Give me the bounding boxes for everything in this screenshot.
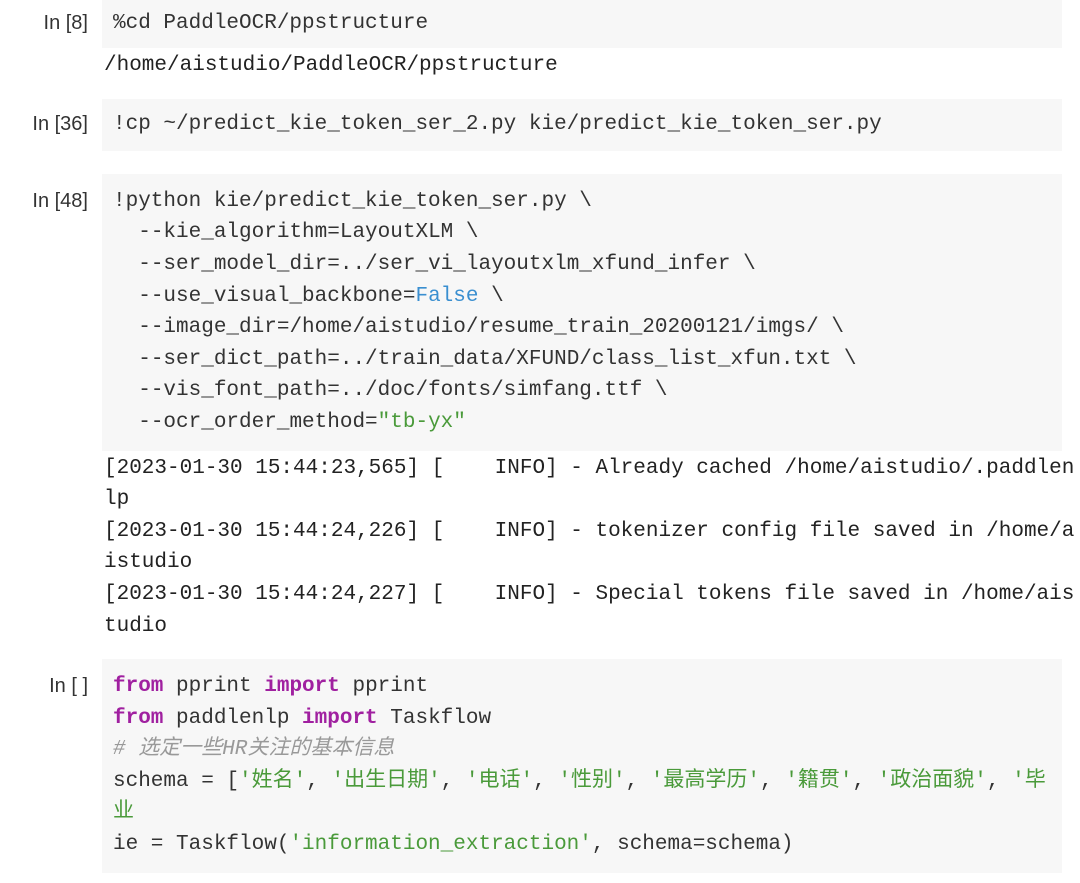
token-kw: from (113, 675, 164, 699)
cell-output: /home/aistudio/PaddleOCR/ppstructure (104, 48, 1080, 82)
token-str: '电话' (465, 769, 534, 793)
token: --ser_model_dir=../ser_vi_layoutxlm_xfun… (113, 252, 756, 276)
token-str: '籍贯' (785, 769, 853, 793)
token-str: "tb-yx" (377, 410, 466, 434)
token: , (440, 769, 466, 793)
token: , (852, 769, 878, 793)
code-cell-input[interactable]: !python kie/predict_kie_token_ser.py \ -… (102, 173, 1062, 451)
code-line: --kie_algorithm=LayoutXLM \ (113, 217, 1051, 249)
token: --use_visual_backbone= (113, 284, 416, 308)
code-line: ie = Taskflow('information_extraction', … (113, 829, 1051, 861)
code-line: schema = ['姓名', '出生日期', '电话', '性别', '最高学… (113, 766, 1051, 829)
code-line: --vis_font_path=../doc/fonts/simfang.ttf… (113, 375, 1051, 407)
code-line: from pprint import pprint (113, 671, 1051, 703)
cell-output-line: [2023-01-30 15:44:24,227] [ INFO] - Spec… (104, 582, 1075, 638)
cell-output: [2023-01-30 15:44:23,565] [ INFO] - Alre… (104, 451, 1080, 643)
token-str: '出生日期' (331, 769, 441, 793)
token-str: '姓名' (239, 769, 307, 793)
token: --ocr_order_method= (113, 410, 378, 434)
code-line: # 选定一些HR关注的基本信息 (113, 734, 1051, 766)
code-line: !cp ~/predict_kie_token_ser_2.py kie/pre… (113, 109, 1051, 141)
token: --ser_dict_path=../train_data/XFUND/clas… (113, 347, 857, 371)
cell-output-line: [2023-01-30 15:44:23,565] [ INFO] - Alre… (104, 456, 1075, 512)
token-kw: from (113, 706, 164, 730)
token: --vis_font_path=../doc/fonts/simfang.ttf… (113, 379, 668, 403)
token: --kie_algorithm=LayoutXLM \ (113, 221, 479, 245)
notebook-cell: In [36] !cp ~/predict_kie_token_ser_2.py … (0, 99, 1080, 151)
token-str: '最高学历' (650, 769, 760, 793)
cell-prompt: In [48] (32, 189, 88, 212)
code-line: from paddlenlp import Taskflow (113, 703, 1051, 735)
code-line: %cd PaddleOCR/ppstructure (113, 8, 1051, 40)
token: schema = [ (113, 769, 240, 793)
token: !cp ~/predict_kie_token_ser_2.py kie/pre… (113, 113, 882, 137)
token: --image_dir=/home/aistudio/resume_train_… (113, 316, 844, 340)
token: %cd PaddleOCR/ppstructure (113, 12, 429, 35)
token: , (625, 769, 651, 793)
cell-prompt: In [ ] (49, 675, 88, 698)
token: ie = Taskflow( (113, 833, 290, 857)
token-str: '政治面貌' (877, 769, 987, 793)
token-kw: import (302, 706, 378, 730)
token: , (306, 769, 332, 793)
token: , (533, 769, 559, 793)
cell-prompt: In [36] (32, 113, 88, 136)
token: paddlenlp (163, 706, 303, 730)
token: , (986, 769, 1013, 793)
token: Taskflow (377, 706, 492, 730)
token: \ (478, 284, 504, 308)
code-line: --use_visual_backbone=False \ (113, 281, 1051, 313)
token-cmt: # 选定一些HR关注的基本信息 (113, 738, 395, 762)
code-cell-input[interactable]: !cp ~/predict_kie_token_ser_2.py kie/pre… (102, 99, 1062, 151)
token: !python kie/predict_kie_token_ser.py \ (113, 189, 592, 213)
cell-output-line: /home/aistudio/PaddleOCR/ppstructure (104, 53, 558, 77)
code-cell-input[interactable]: %cd PaddleOCR/ppstructure (102, 0, 1062, 48)
code-line: --ocr_order_method="tb-yx" (113, 407, 1051, 439)
cell-prompt: In [8] (43, 12, 88, 34)
token: pprint (163, 675, 265, 699)
notebook-cell: In [48] !python kie/predict_kie_token_ser… (0, 173, 1080, 643)
token-bool: False (415, 284, 479, 308)
token-str: 'information_extraction' (289, 833, 592, 857)
code-line: --ser_model_dir=../ser_vi_layoutxlm_xfun… (113, 249, 1051, 281)
cell-output-line: [2023-01-30 15:44:24,226] [ INFO] - toke… (104, 519, 1075, 575)
code-line: !python kie/predict_kie_token_ser.py \ (113, 186, 1051, 218)
notebook-cell: In [8] %cd PaddleOCR/ppstructure/home/ais… (0, 0, 1080, 81)
code-line: --image_dir=/home/aistudio/resume_train_… (113, 312, 1051, 344)
token-str: '性别' (558, 769, 626, 793)
token-kw: import (264, 675, 340, 699)
token: , (760, 769, 786, 793)
token: pprint (339, 675, 429, 699)
token: , schema=schema) (591, 833, 794, 857)
code-line: --ser_dict_path=../train_data/XFUND/clas… (113, 344, 1051, 376)
